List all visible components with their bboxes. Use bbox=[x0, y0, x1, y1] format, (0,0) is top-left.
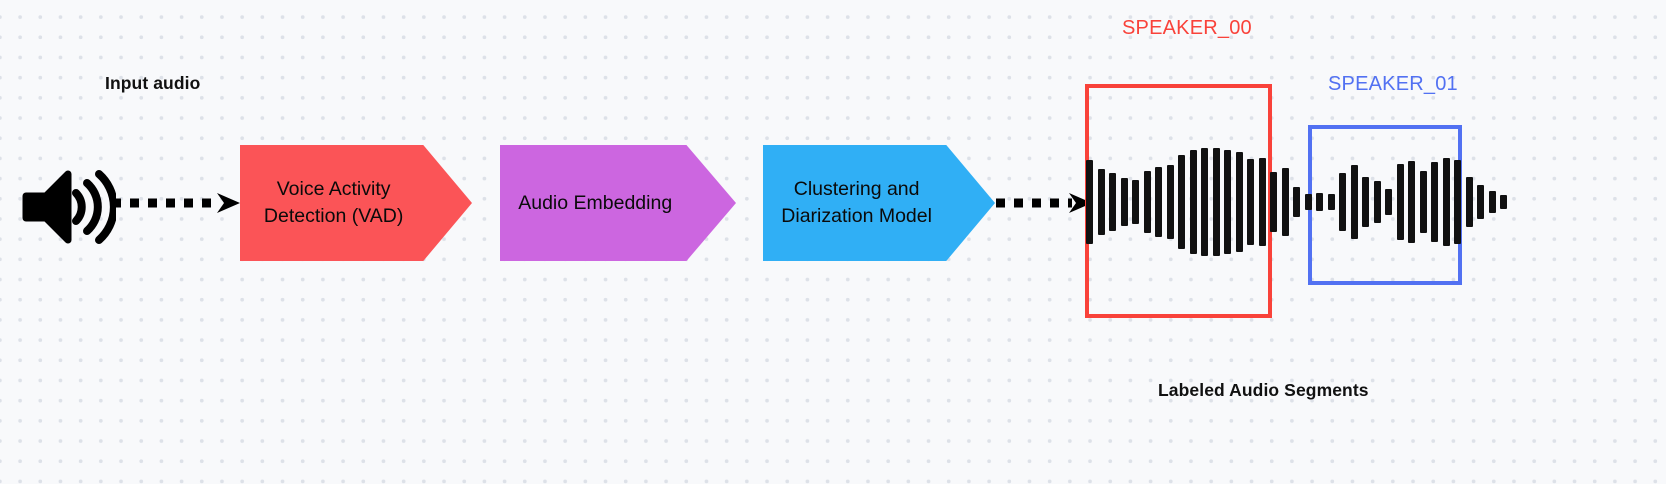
stage-audio-embedding[interactable]: Audio Embedding bbox=[500, 145, 736, 261]
waveform-bar bbox=[1327, 194, 1335, 210]
waveform-bar bbox=[1132, 180, 1139, 224]
waveform-bar bbox=[1431, 162, 1438, 242]
stage-label-audio-embedding: Audio Embedding bbox=[518, 191, 673, 214]
waveform-bar bbox=[1201, 148, 1208, 256]
waveform-bar bbox=[1419, 171, 1427, 233]
waveform-bar bbox=[1442, 158, 1450, 246]
waveform-bar bbox=[1120, 178, 1128, 226]
audio-waveform bbox=[1086, 142, 1512, 262]
waveform-bar bbox=[1097, 169, 1105, 235]
waveform-bar bbox=[1477, 185, 1484, 219]
waveform-bar bbox=[1155, 167, 1162, 237]
waveform-bar bbox=[1247, 159, 1254, 245]
speaker-01-label: SPEAKER_01 bbox=[1328, 73, 1458, 95]
waveform-bar bbox=[1109, 173, 1116, 231]
speaker-00-label: SPEAKER_00 bbox=[1122, 17, 1252, 39]
speaker-audio-icon bbox=[16, 166, 118, 248]
waveform-bar bbox=[1235, 152, 1243, 252]
waveform-bar bbox=[1304, 194, 1312, 210]
waveform-bar bbox=[1385, 189, 1392, 215]
waveform-bar bbox=[1143, 171, 1151, 233]
stage-label-vad: Voice Activity Detection (VAD) bbox=[263, 178, 404, 227]
stage-clustering-diarization-model[interactable]: Clustering and Diarization Model bbox=[763, 145, 995, 261]
waveform-bar bbox=[1293, 187, 1300, 217]
waveform-bar bbox=[1454, 160, 1461, 244]
waveform-bar bbox=[1373, 181, 1381, 223]
waveform-bar bbox=[1166, 165, 1174, 239]
waveform-bar bbox=[1281, 168, 1289, 236]
waveform-bar bbox=[1362, 177, 1369, 227]
waveform-bar bbox=[1500, 195, 1507, 209]
waveform-bar bbox=[1189, 150, 1197, 254]
waveform-bar bbox=[1396, 164, 1404, 240]
waveform-bar bbox=[1350, 165, 1358, 239]
arrow-clustering-to-output bbox=[996, 192, 1096, 214]
waveform-bar bbox=[1270, 172, 1277, 232]
waveform-bar bbox=[1339, 173, 1346, 231]
waveform-bar bbox=[1224, 150, 1231, 254]
stage-label-clustering: Clustering and Diarization Model bbox=[781, 178, 932, 227]
input-audio-label: Input audio bbox=[105, 73, 201, 93]
waveform-bar bbox=[1408, 161, 1415, 243]
arrow-input-to-vad bbox=[112, 192, 244, 214]
waveform-bar bbox=[1258, 158, 1266, 246]
waveform-bar bbox=[1086, 160, 1093, 244]
waveform-bar bbox=[1488, 191, 1496, 213]
labeled-audio-segments-label: Labeled Audio Segments bbox=[1158, 380, 1369, 400]
stage-voice-activity-detection[interactable]: Voice Activity Detection (VAD) bbox=[240, 145, 472, 261]
waveform-bar bbox=[1316, 193, 1323, 211]
waveform-bar bbox=[1212, 148, 1220, 256]
waveform-bar bbox=[1465, 177, 1473, 227]
waveform-bar bbox=[1178, 155, 1185, 249]
